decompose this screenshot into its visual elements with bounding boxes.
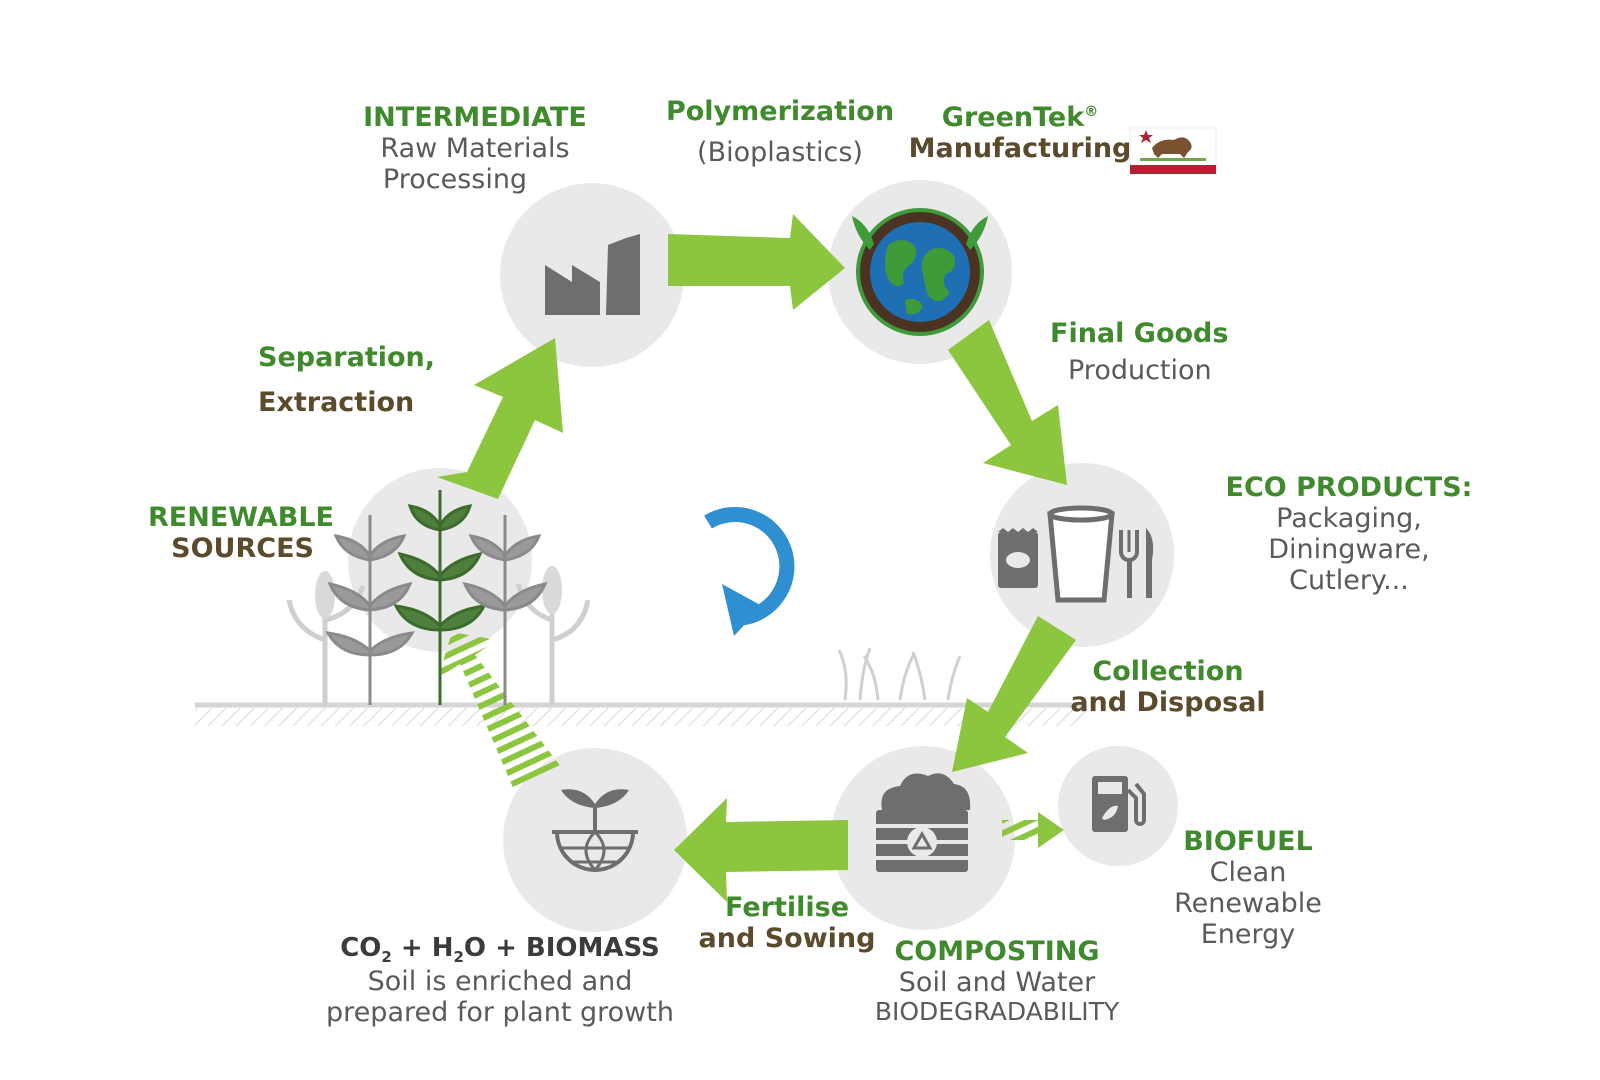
polymerization-title: Polymerization — [665, 96, 895, 127]
eco-products-line3: Cutlery... — [1289, 565, 1409, 597]
biofuel-line1: Clean — [1209, 857, 1287, 889]
biofuel-line2: Renewable — [1174, 888, 1322, 920]
cycle-arrows — [437, 214, 1076, 902]
arrow-collection — [952, 616, 1076, 772]
arrow-fertilise — [674, 798, 848, 902]
arrow-final-goods — [948, 320, 1067, 485]
composting-title: COMPOSTING — [894, 936, 1100, 967]
final-goods-sub: Production — [1068, 355, 1212, 387]
arrow-biofuel — [1002, 812, 1064, 848]
biomass-formula: CO2 + H2O + BIOMASS — [340, 933, 660, 967]
polymerization-sub: (Bioplastics) — [697, 137, 863, 169]
biomass-line1: Soil is enriched and — [367, 966, 633, 998]
eco-products-icon — [998, 505, 1154, 603]
intermediate-label: INTERMEDIATE Raw Materials Processing — [363, 102, 587, 195]
renewable-line1: RENEWABLE — [148, 502, 334, 533]
registered-mark: ® — [1084, 104, 1099, 120]
soil-circle — [503, 748, 687, 932]
fertilise-line1: Fertilise — [724, 892, 850, 923]
sprout-globe-icon — [552, 789, 638, 873]
separation-line1: Separation, — [258, 342, 436, 373]
eco-products-label: ECO PRODUCTS: Packaging, Diningware, Cut… — [1226, 472, 1473, 596]
composting-line1: Soil and Water — [898, 967, 1096, 999]
separation-label: Separation, Extraction — [258, 342, 435, 418]
arrow-separation — [437, 338, 563, 499]
biofuel-line3: Energy — [1200, 919, 1296, 951]
biofuel-label: BIOFUEL Clean Renewable Energy — [1174, 826, 1322, 950]
eco-products-line2: Diningware, — [1268, 534, 1430, 566]
california-flag — [1129, 127, 1217, 175]
factory-circle — [500, 183, 684, 367]
collection-line2: and Disposal — [1070, 687, 1266, 719]
greentek-label: GreenTek® Manufacturing — [909, 102, 1132, 164]
eco-products-line1: Packaging, — [1276, 503, 1422, 535]
collection-label: Collection and Disposal — [1070, 656, 1265, 718]
biomass-label: CO2 + H2O + BIOMASS Soil is enriched and… — [326, 933, 674, 1029]
intermediate-line1: Raw Materials — [380, 133, 570, 165]
greentek-name: GreenTek — [941, 102, 1085, 133]
factory-icon — [545, 234, 640, 315]
renewable-line2: SOURCES — [171, 533, 314, 565]
compost-icon — [876, 773, 971, 872]
arrow-polymerization — [668, 214, 845, 310]
collection-line1: Collection — [1092, 656, 1244, 687]
intermediate-line2: Processing — [382, 164, 528, 196]
eco-products-title: ECO PRODUCTS: — [1225, 472, 1473, 503]
cycle-icon — [704, 507, 795, 636]
fertilise-label: Fertilise and Sowing — [699, 892, 876, 954]
final-goods-title: Final Goods — [1050, 318, 1229, 349]
greentek-logo — [852, 208, 988, 336]
renewable-label: RENEWABLE SOURCES — [148, 502, 334, 564]
manufacturing-label: Manufacturing — [908, 133, 1132, 165]
arrow-biomass-striped — [438, 632, 562, 790]
renewable-plants — [286, 490, 962, 705]
composting-label: COMPOSTING Soil and Water BIODEGRADABILI… — [875, 936, 1119, 1027]
biofuel-title: BIOFUEL — [1183, 826, 1313, 857]
ground — [195, 702, 1085, 726]
separation-line2: Extraction — [258, 387, 415, 419]
biomass-line2: prepared for plant growth — [326, 997, 674, 1029]
composting-line2: BIODEGRADABILITY — [874, 997, 1120, 1027]
fertilise-line2: and Sowing — [698, 923, 876, 955]
fuel-pump-icon — [1092, 776, 1146, 832]
final-goods-label: Final Goods Production — [1050, 318, 1228, 386]
polymerization-label: Polymerization (Bioplastics) — [666, 96, 894, 168]
intermediate-title: INTERMEDIATE — [363, 102, 587, 133]
